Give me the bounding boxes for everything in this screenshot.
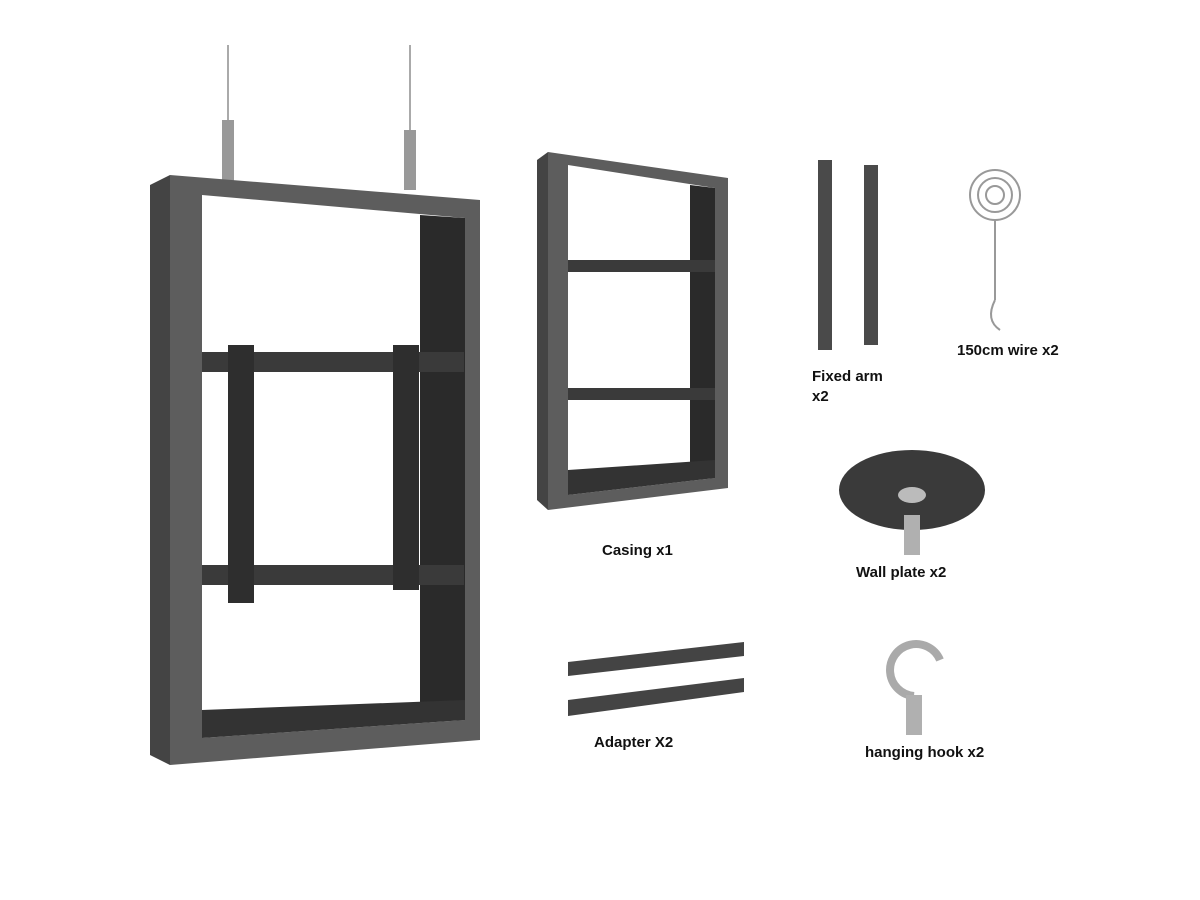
wall-plate-illustration xyxy=(839,450,985,555)
fixed-arm-illustration xyxy=(818,160,878,350)
wire-illustration xyxy=(969,169,1021,331)
casing-label: Casing x1 xyxy=(602,542,673,559)
fixed-arm-qty-label: x2 xyxy=(812,388,829,405)
fixed-arm-label: Fixed arm xyxy=(812,368,883,385)
hanging-hook-illustration xyxy=(886,640,944,735)
adapter-illustration xyxy=(568,642,744,716)
assembled-display-frame xyxy=(150,45,480,765)
casing-illustration xyxy=(537,152,728,510)
hanging-hook-label: hanging hook x2 xyxy=(865,744,985,761)
wire-label: 150cm wire x2 xyxy=(957,342,1059,359)
wall-plate-label: Wall plate x2 xyxy=(856,564,947,581)
adapter-label: Adapter X2 xyxy=(594,734,674,751)
